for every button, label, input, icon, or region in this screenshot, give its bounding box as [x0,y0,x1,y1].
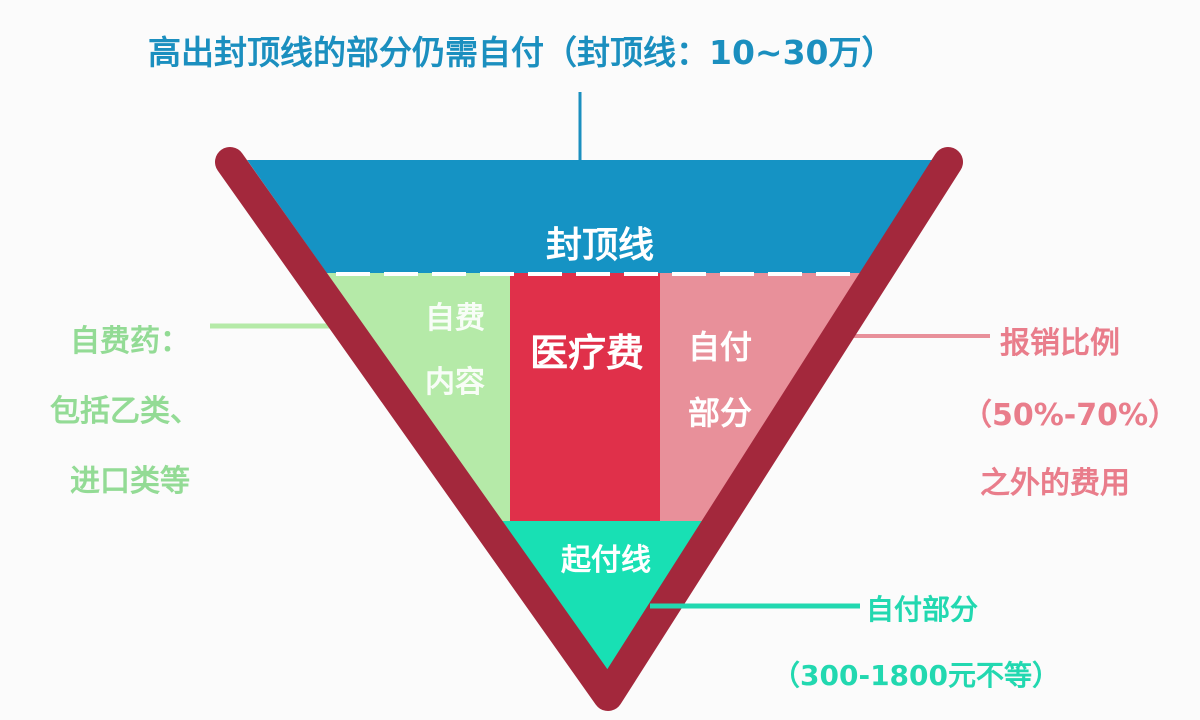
funnel-frame [215,147,963,711]
self-paid-label-1: 自费 [425,301,485,336]
medical-cost-region [510,273,660,523]
medical-cost-label: 医疗费 [530,331,644,375]
left-note-line-1: 自费药： [70,324,190,359]
left-note-line-2: 包括乙类、 [50,394,200,429]
self-paid-label-2: 内容 [425,365,485,400]
left-note-line-3: 进口类等 [70,464,190,499]
diagram-title: 高出封顶线的部分仍需自付（封顶线：10~30万） [148,33,895,72]
cap-band [240,160,940,273]
right-note-line-1: 报销比例 [1000,326,1120,361]
cap-line-label: 封顶线 [546,225,654,266]
bottom-note-line-1: 自付部分 [866,593,979,626]
self-pay-label-2: 部分 [688,394,752,432]
self-pay-label-1: 自付 [688,328,752,366]
bottom-note-line-2: （300-1800元不等） [772,659,1060,692]
right-note-line-2: （50%-70%） [962,398,1179,433]
right-note-line-3: 之外的费用 [980,466,1130,501]
deductible-label: 起付线 [561,543,651,578]
